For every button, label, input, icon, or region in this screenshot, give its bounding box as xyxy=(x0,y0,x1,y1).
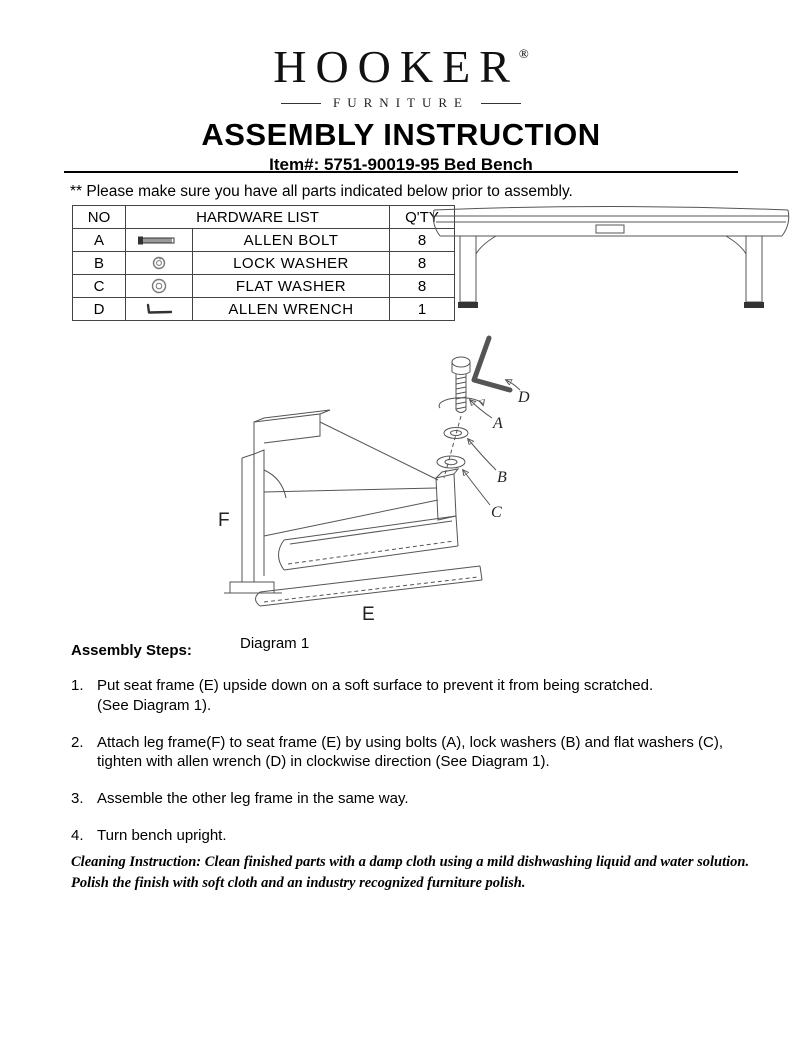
table-row: C FLAT WASHER 8 xyxy=(72,274,455,298)
page-title: ASSEMBLY INSTRUCTION xyxy=(201,117,601,152)
part-qty: 1 xyxy=(389,297,455,321)
step-text: Attach leg frame(F) to seat frame (E) by… xyxy=(97,733,724,771)
step-number: 2. xyxy=(71,733,84,751)
label-leg-frame: F xyxy=(218,510,230,531)
parts-notice: ** Please make sure you have all parts i… xyxy=(70,183,573,200)
list-item: 2. Attach leg frame(F) to seat frame (E)… xyxy=(71,733,793,773)
brand-logo: HOOKER® xyxy=(0,40,802,93)
part-name: ALLEN BOLT xyxy=(192,228,390,252)
label-allen-bolt: A xyxy=(492,415,503,432)
part-name: ALLEN WRENCH xyxy=(192,297,390,321)
flat-washer-icon xyxy=(151,278,167,294)
label-seat-frame: E xyxy=(362,604,375,625)
col-header-no: NO xyxy=(72,205,126,229)
right-dash-rule xyxy=(480,102,521,104)
col-header-hardware-list: HARDWARE LIST xyxy=(125,205,390,229)
left-dash-rule xyxy=(281,102,322,104)
part-qty: 8 xyxy=(389,251,455,275)
cleaning-instruction: Cleaning Instruction: Clean finished par… xyxy=(71,854,750,892)
step-text: Assemble the other leg frame in the same… xyxy=(97,790,409,808)
part-no: B xyxy=(72,251,126,275)
table-row: A ALLEN BOLT 8 xyxy=(72,228,455,252)
step-number: 1. xyxy=(71,677,84,694)
bench-front-view-drawing xyxy=(432,206,790,308)
label-flat-washer: C xyxy=(491,504,502,521)
label-lock-washer: B xyxy=(497,469,507,486)
header: HOOKER® FURNITURE ASSEMBLY INSTRUCTION I… xyxy=(0,40,802,175)
allen-wrench-icon xyxy=(146,303,173,314)
hardware-table: NO HARDWARE LIST Q'TY A ALLEN BOLT 8 B xyxy=(72,205,455,321)
assembly-diagram-1: D A B C F E xyxy=(218,335,530,625)
part-no: C xyxy=(72,274,126,298)
step-number: 4. xyxy=(71,826,84,844)
brand-name: HOOKER xyxy=(273,41,519,92)
part-qty: 8 xyxy=(389,274,455,298)
assembly-steps-list: 1. Put seat frame (E) upside down on a s… xyxy=(71,676,793,863)
part-no: A xyxy=(72,228,126,252)
assembly-steps-heading: Assembly Steps: xyxy=(71,642,192,659)
item-number: Item#: 5751-90019-95 Bed Bench xyxy=(269,155,533,174)
brand-subtitle-row: FURNITURE xyxy=(0,95,802,111)
step-text: Turn bench upright. xyxy=(97,826,227,844)
brand-subtitle: FURNITURE xyxy=(333,95,469,110)
table-row: B LOCK WASHER 8 xyxy=(72,251,455,275)
diagram-caption: Diagram 1 xyxy=(240,635,310,652)
step-number: 3. xyxy=(71,790,84,808)
part-no: D xyxy=(72,297,126,321)
step-text: Put seat frame (E) upside down on a soft… xyxy=(97,677,654,714)
label-allen-wrench: D xyxy=(517,389,530,406)
table-row: D ALLEN WRENCH 1 xyxy=(72,297,455,321)
table-header-row: NO HARDWARE LIST Q'TY xyxy=(72,205,455,229)
part-name: LOCK WASHER xyxy=(192,251,390,275)
header-divider xyxy=(64,171,738,173)
allen-bolt-icon xyxy=(138,236,175,244)
part-name: FLAT WASHER xyxy=(192,274,390,298)
list-item: 4. Turn bench upright. xyxy=(71,826,793,846)
list-item: 3. Assemble the other leg frame in the s… xyxy=(71,789,793,809)
registered-mark: ® xyxy=(518,46,529,61)
lock-washer-icon xyxy=(152,256,166,270)
col-header-qty: Q'TY xyxy=(389,205,455,229)
list-item: 1. Put seat frame (E) upside down on a s… xyxy=(71,676,793,716)
